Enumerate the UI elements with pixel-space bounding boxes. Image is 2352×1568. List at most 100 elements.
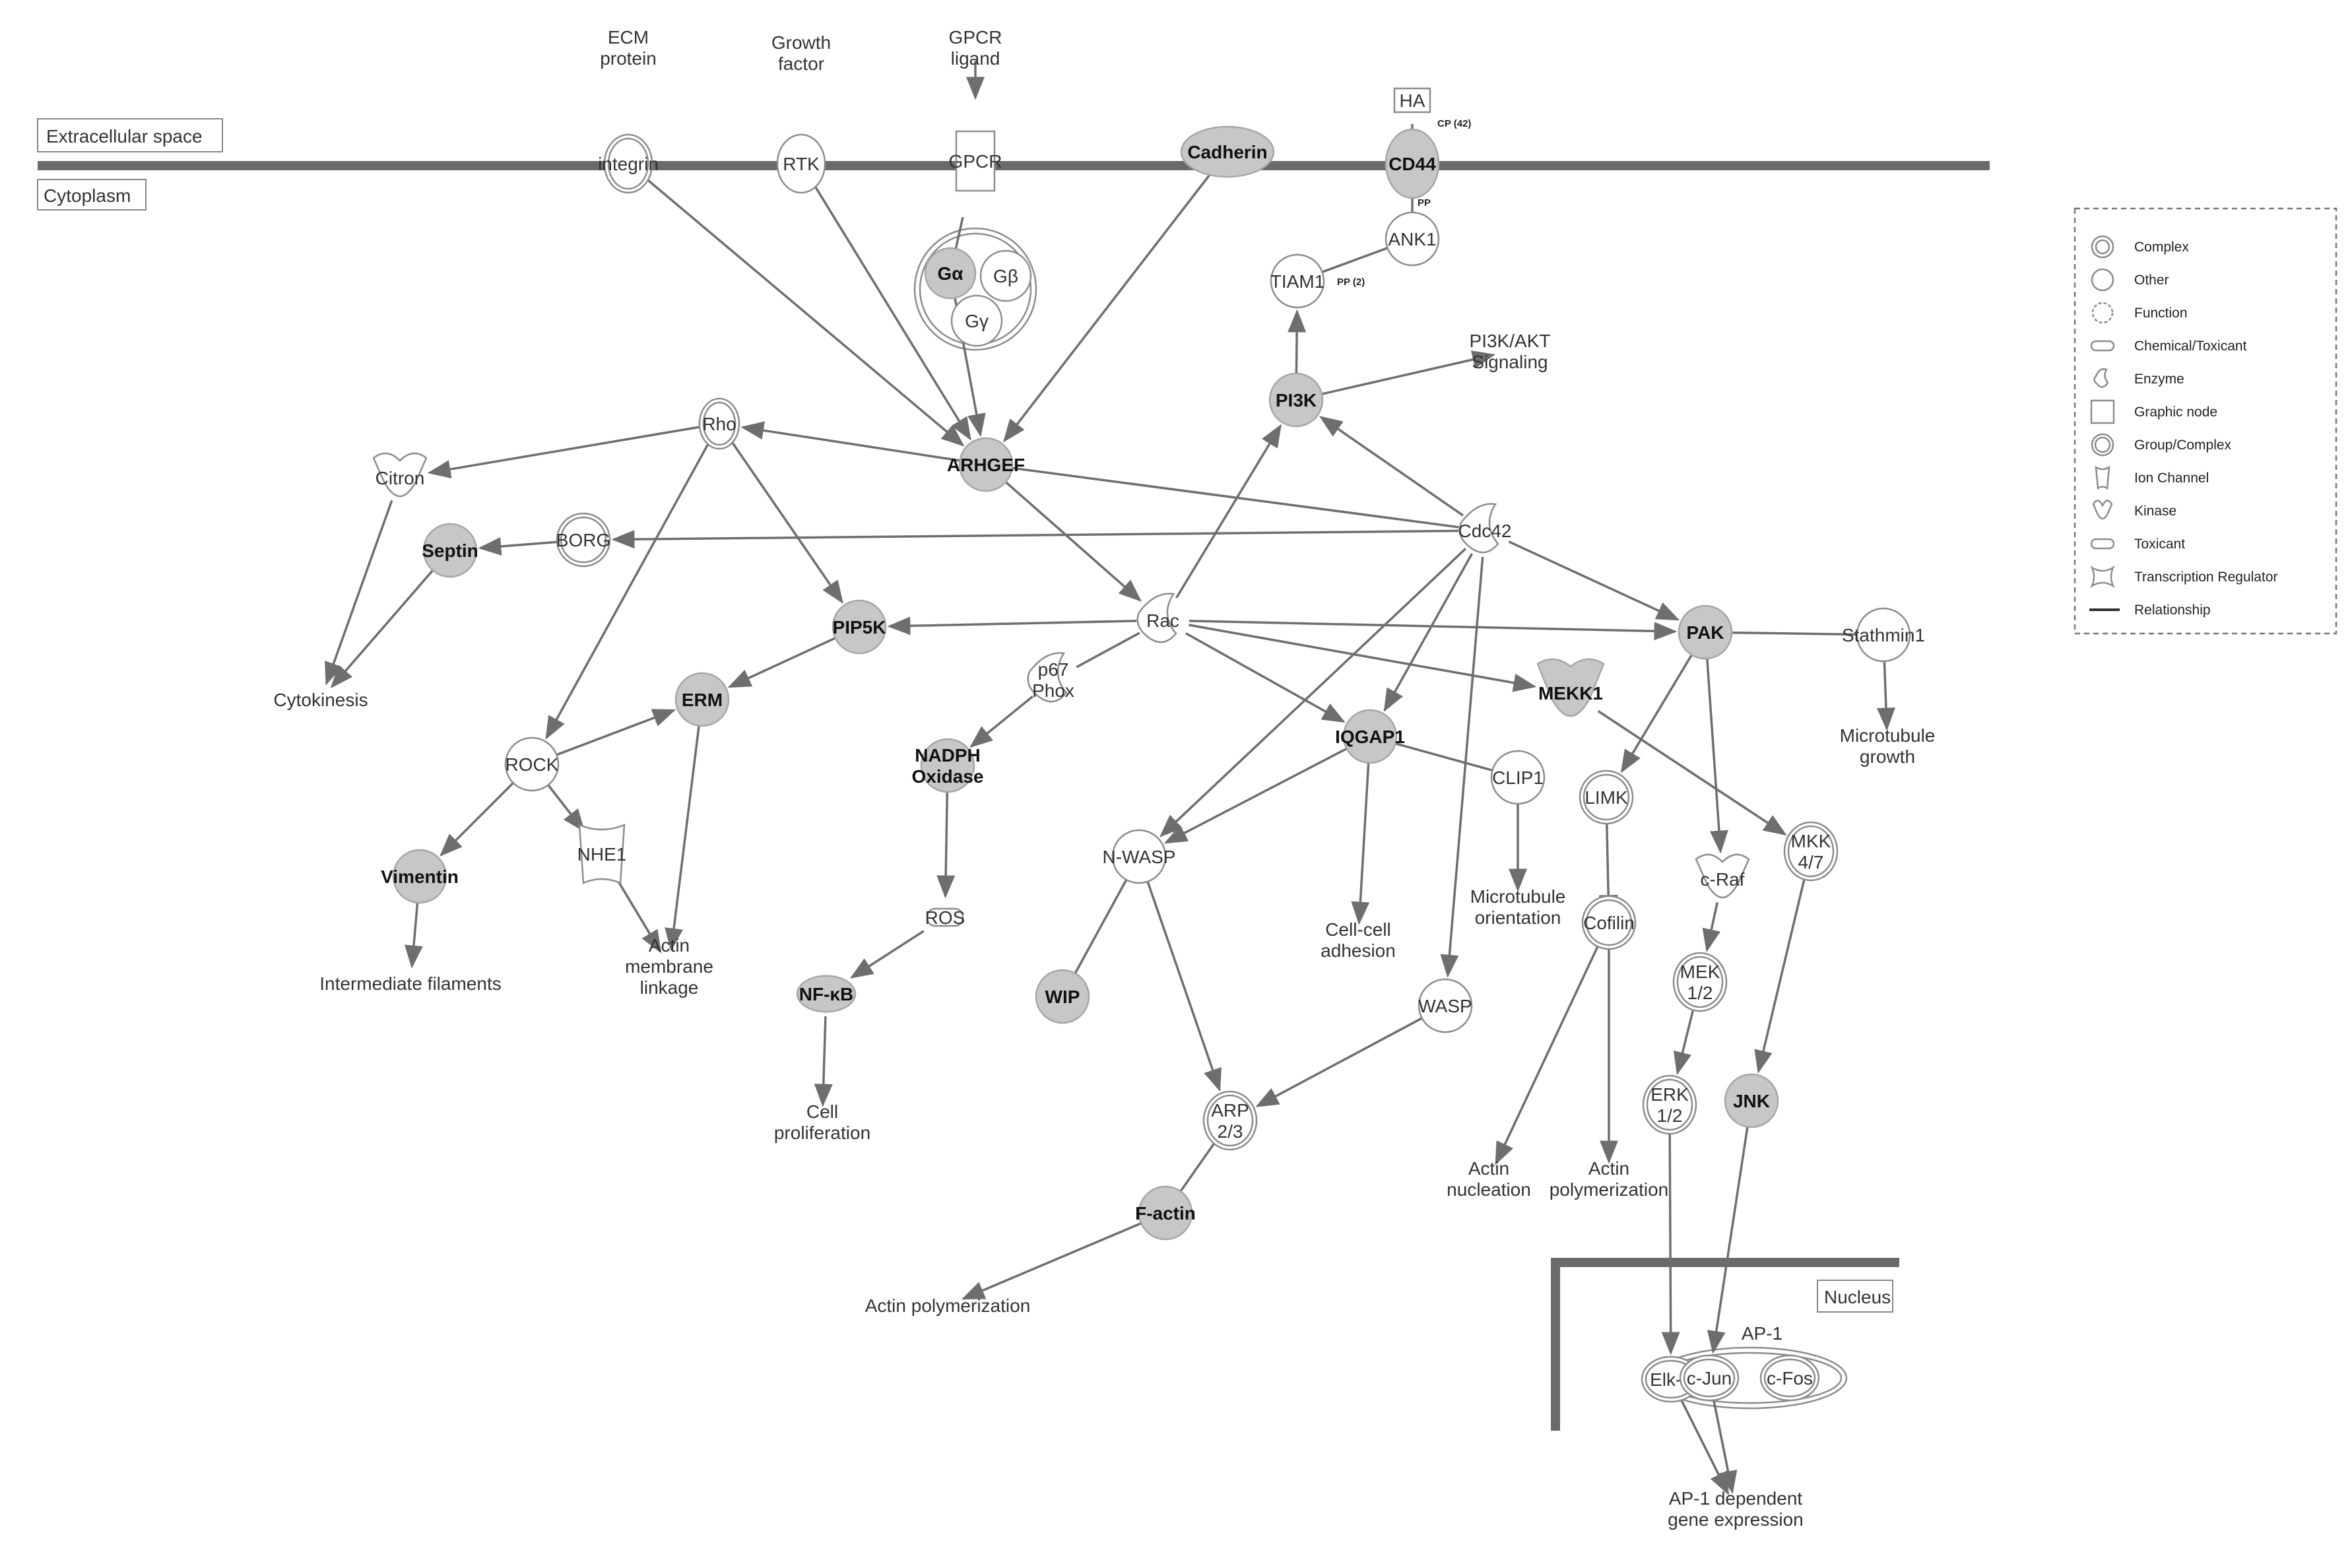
node-label-rock: ROCK <box>506 754 559 775</box>
legend-label-chemical: Chemical/Toxicant <box>2134 339 2247 354</box>
legend-label-graphic: Graphic node <box>2134 405 2217 420</box>
node-jnk[interactable]: JNK <box>1724 1073 1779 1128</box>
node-cofilin[interactable]: Cofilin <box>1581 895 1637 950</box>
node-citron[interactable]: Citron <box>372 452 428 498</box>
node-cdc42[interactable]: Cdc42 <box>1458 503 1512 554</box>
node-craf[interactable]: c-Raf <box>1695 853 1750 899</box>
node-label-nhe1: NHE1 <box>577 844 627 865</box>
node-nhe1[interactable]: NHE1 <box>577 824 627 884</box>
node-cytokinesis[interactable]: Cytokinesis <box>273 690 368 710</box>
legend-label-relationship: Relationship <box>2134 603 2211 618</box>
node-cd44[interactable]: CD44 <box>1385 128 1440 199</box>
node-arhgef[interactable]: ARHGEF <box>947 437 1025 492</box>
node-integrin[interactable]: integrin <box>598 133 659 194</box>
edge-p67-nadph <box>969 695 1034 748</box>
node-pak[interactable]: PAK <box>1678 604 1733 660</box>
node-factin[interactable]: F-actin <box>1135 1185 1196 1241</box>
edge-rho-rock <box>545 443 709 740</box>
node-mekk1[interactable]: MEKK1 <box>1536 658 1605 717</box>
node-label-septin: Septin <box>422 540 478 561</box>
node-rtk[interactable]: RTK <box>776 133 826 194</box>
node-label-cjun: c-Jun <box>1687 1368 1732 1388</box>
node-ros[interactable]: ROS <box>925 907 965 928</box>
node-erm[interactable]: ERM <box>674 672 730 727</box>
node-wasp[interactable]: WASP <box>1418 978 1473 1033</box>
edge-gpcr-ga <box>954 216 964 249</box>
node-rac[interactable]: Rac <box>1136 593 1179 643</box>
node-label-wip: WIP <box>1045 987 1080 1007</box>
node-nwasp[interactable]: N-WASP <box>1103 829 1176 884</box>
legend-item-toxicant: Toxicant <box>2090 537 2185 552</box>
node-iqgap1[interactable]: IQGAP1 <box>1335 709 1405 764</box>
legend-label-toxicant: Toxicant <box>2134 537 2185 552</box>
cytoplasm-text: Cytoplasm <box>44 185 131 206</box>
node-gg[interactable]: Gγ <box>950 294 1003 347</box>
node-pi3k[interactable]: PI3K <box>1268 372 1324 428</box>
node-cadherin[interactable]: Cadherin <box>1180 125 1275 178</box>
node-label-nwasp: N-WASP <box>1103 847 1176 867</box>
node-gb[interactable]: Gβ <box>979 249 1032 302</box>
ap1-complex-label: AP-1 <box>1742 1323 1782 1344</box>
node-rock[interactable]: ROCK <box>504 736 560 792</box>
node-borg[interactable]: BORG <box>556 512 611 568</box>
edge-ros-nfkb <box>849 930 925 979</box>
edge-arp23-factin <box>1179 1142 1216 1192</box>
node-tiam1[interactable]: TIAM1 <box>1270 253 1325 309</box>
node-wip[interactable]: WIP <box>1035 969 1090 1024</box>
node-stathmin1[interactable]: Stathmin1 <box>1842 607 1925 663</box>
edge-craf-mek12 <box>1702 901 1720 952</box>
node-label-actinpoly: Actin polymerization <box>865 1295 1031 1316</box>
node-intermediate[interactable]: Intermediate filaments <box>319 973 501 994</box>
node-rho[interactable]: Rho <box>698 397 740 450</box>
ank1-tiam1-annotation: PP (2) <box>1337 277 1365 288</box>
edge-wasp-arp23 <box>1255 1017 1423 1107</box>
node-cfos[interactable]: c-Fos <box>1759 1354 1820 1402</box>
node-gpcr[interactable]: GPCR <box>949 130 1002 192</box>
node-nfkb[interactable]: NF-κB <box>796 975 857 1013</box>
node-vimentin[interactable]: Vimentin <box>381 849 459 904</box>
node-cjun[interactable]: c-Jun <box>1679 1354 1740 1402</box>
node-clip1[interactable]: CLIP1 <box>1490 750 1546 805</box>
node-ga[interactable]: Gα <box>924 247 977 300</box>
edge-iqgap1-cellcell <box>1351 762 1370 925</box>
edge-septin-cytokinesis <box>330 570 434 689</box>
ha-cd44-annotation: CP (42) <box>1437 118 1471 129</box>
node-ha[interactable]: HA <box>1393 87 1431 114</box>
node-label-craf: c-Raf <box>1701 869 1745 890</box>
node-actinpoly[interactable]: Actin polymerization <box>865 1295 1031 1316</box>
node-limk[interactable]: LIMK <box>1579 769 1634 825</box>
node-label-cfos: c-Fos <box>1767 1368 1813 1388</box>
node-label-tiam1: TIAM1 <box>1270 271 1324 292</box>
node-septin[interactable]: Septin <box>422 523 478 578</box>
node-pip5k[interactable]: PIP5K <box>832 599 887 655</box>
node-ank1[interactable]: ANK1 <box>1385 211 1440 267</box>
edge-vimentin-intermediate <box>404 902 423 969</box>
edge-rock-nhe1 <box>547 784 585 833</box>
